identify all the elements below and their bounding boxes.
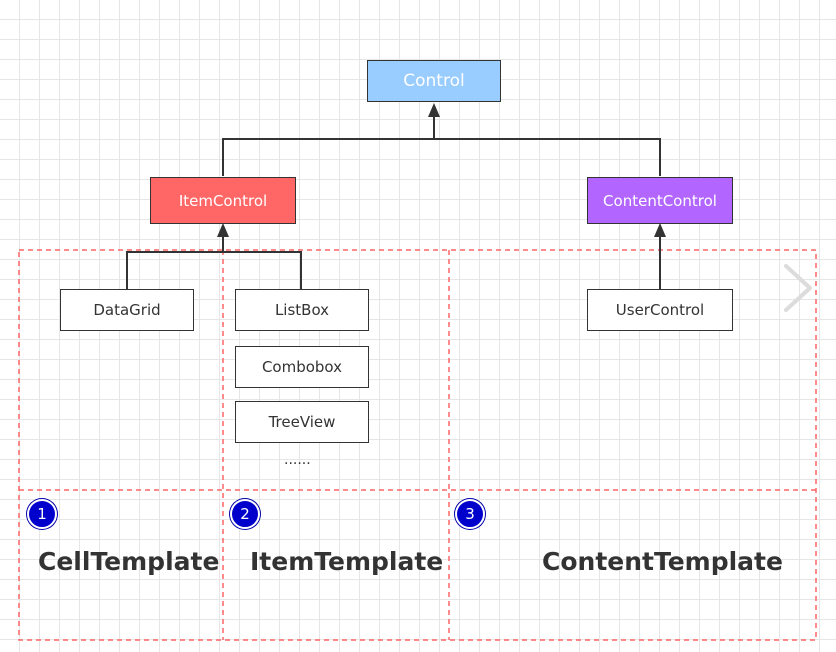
- regions-outline: [18, 249, 817, 641]
- arrowheads: [217, 103, 666, 237]
- arrowhead-control: [428, 103, 440, 117]
- label-cell-template: CellTemplate: [38, 547, 220, 576]
- template-regions: [18, 249, 817, 641]
- node-combobox: Combobox: [235, 346, 369, 388]
- node-tree-view: TreeView: [235, 401, 369, 443]
- connectors: [126, 106, 661, 289]
- label-content-template: ContentTemplate: [542, 547, 783, 576]
- node-list-box: ListBox: [235, 289, 369, 331]
- node-control: Control: [367, 60, 501, 102]
- label-item-template: ItemTemplate: [250, 547, 444, 576]
- badge-2: 2: [230, 499, 260, 529]
- node-content-control: ContentControl: [587, 177, 733, 224]
- node-item-control: ItemControl: [150, 177, 296, 224]
- badge-1: 1: [27, 499, 57, 529]
- arrowhead-item-control: [217, 223, 229, 237]
- node-data-grid: DataGrid: [60, 289, 194, 331]
- badge-3: 3: [455, 499, 485, 529]
- chevron-right-icon[interactable]: [780, 262, 816, 314]
- connector-lists-to-item: [126, 251, 302, 289]
- arrowhead-content-control: [654, 223, 666, 237]
- connector-item-to-control: [222, 138, 661, 176]
- node-user-control: UserControl: [587, 289, 733, 331]
- more-items-ellipsis: ......: [284, 452, 311, 468]
